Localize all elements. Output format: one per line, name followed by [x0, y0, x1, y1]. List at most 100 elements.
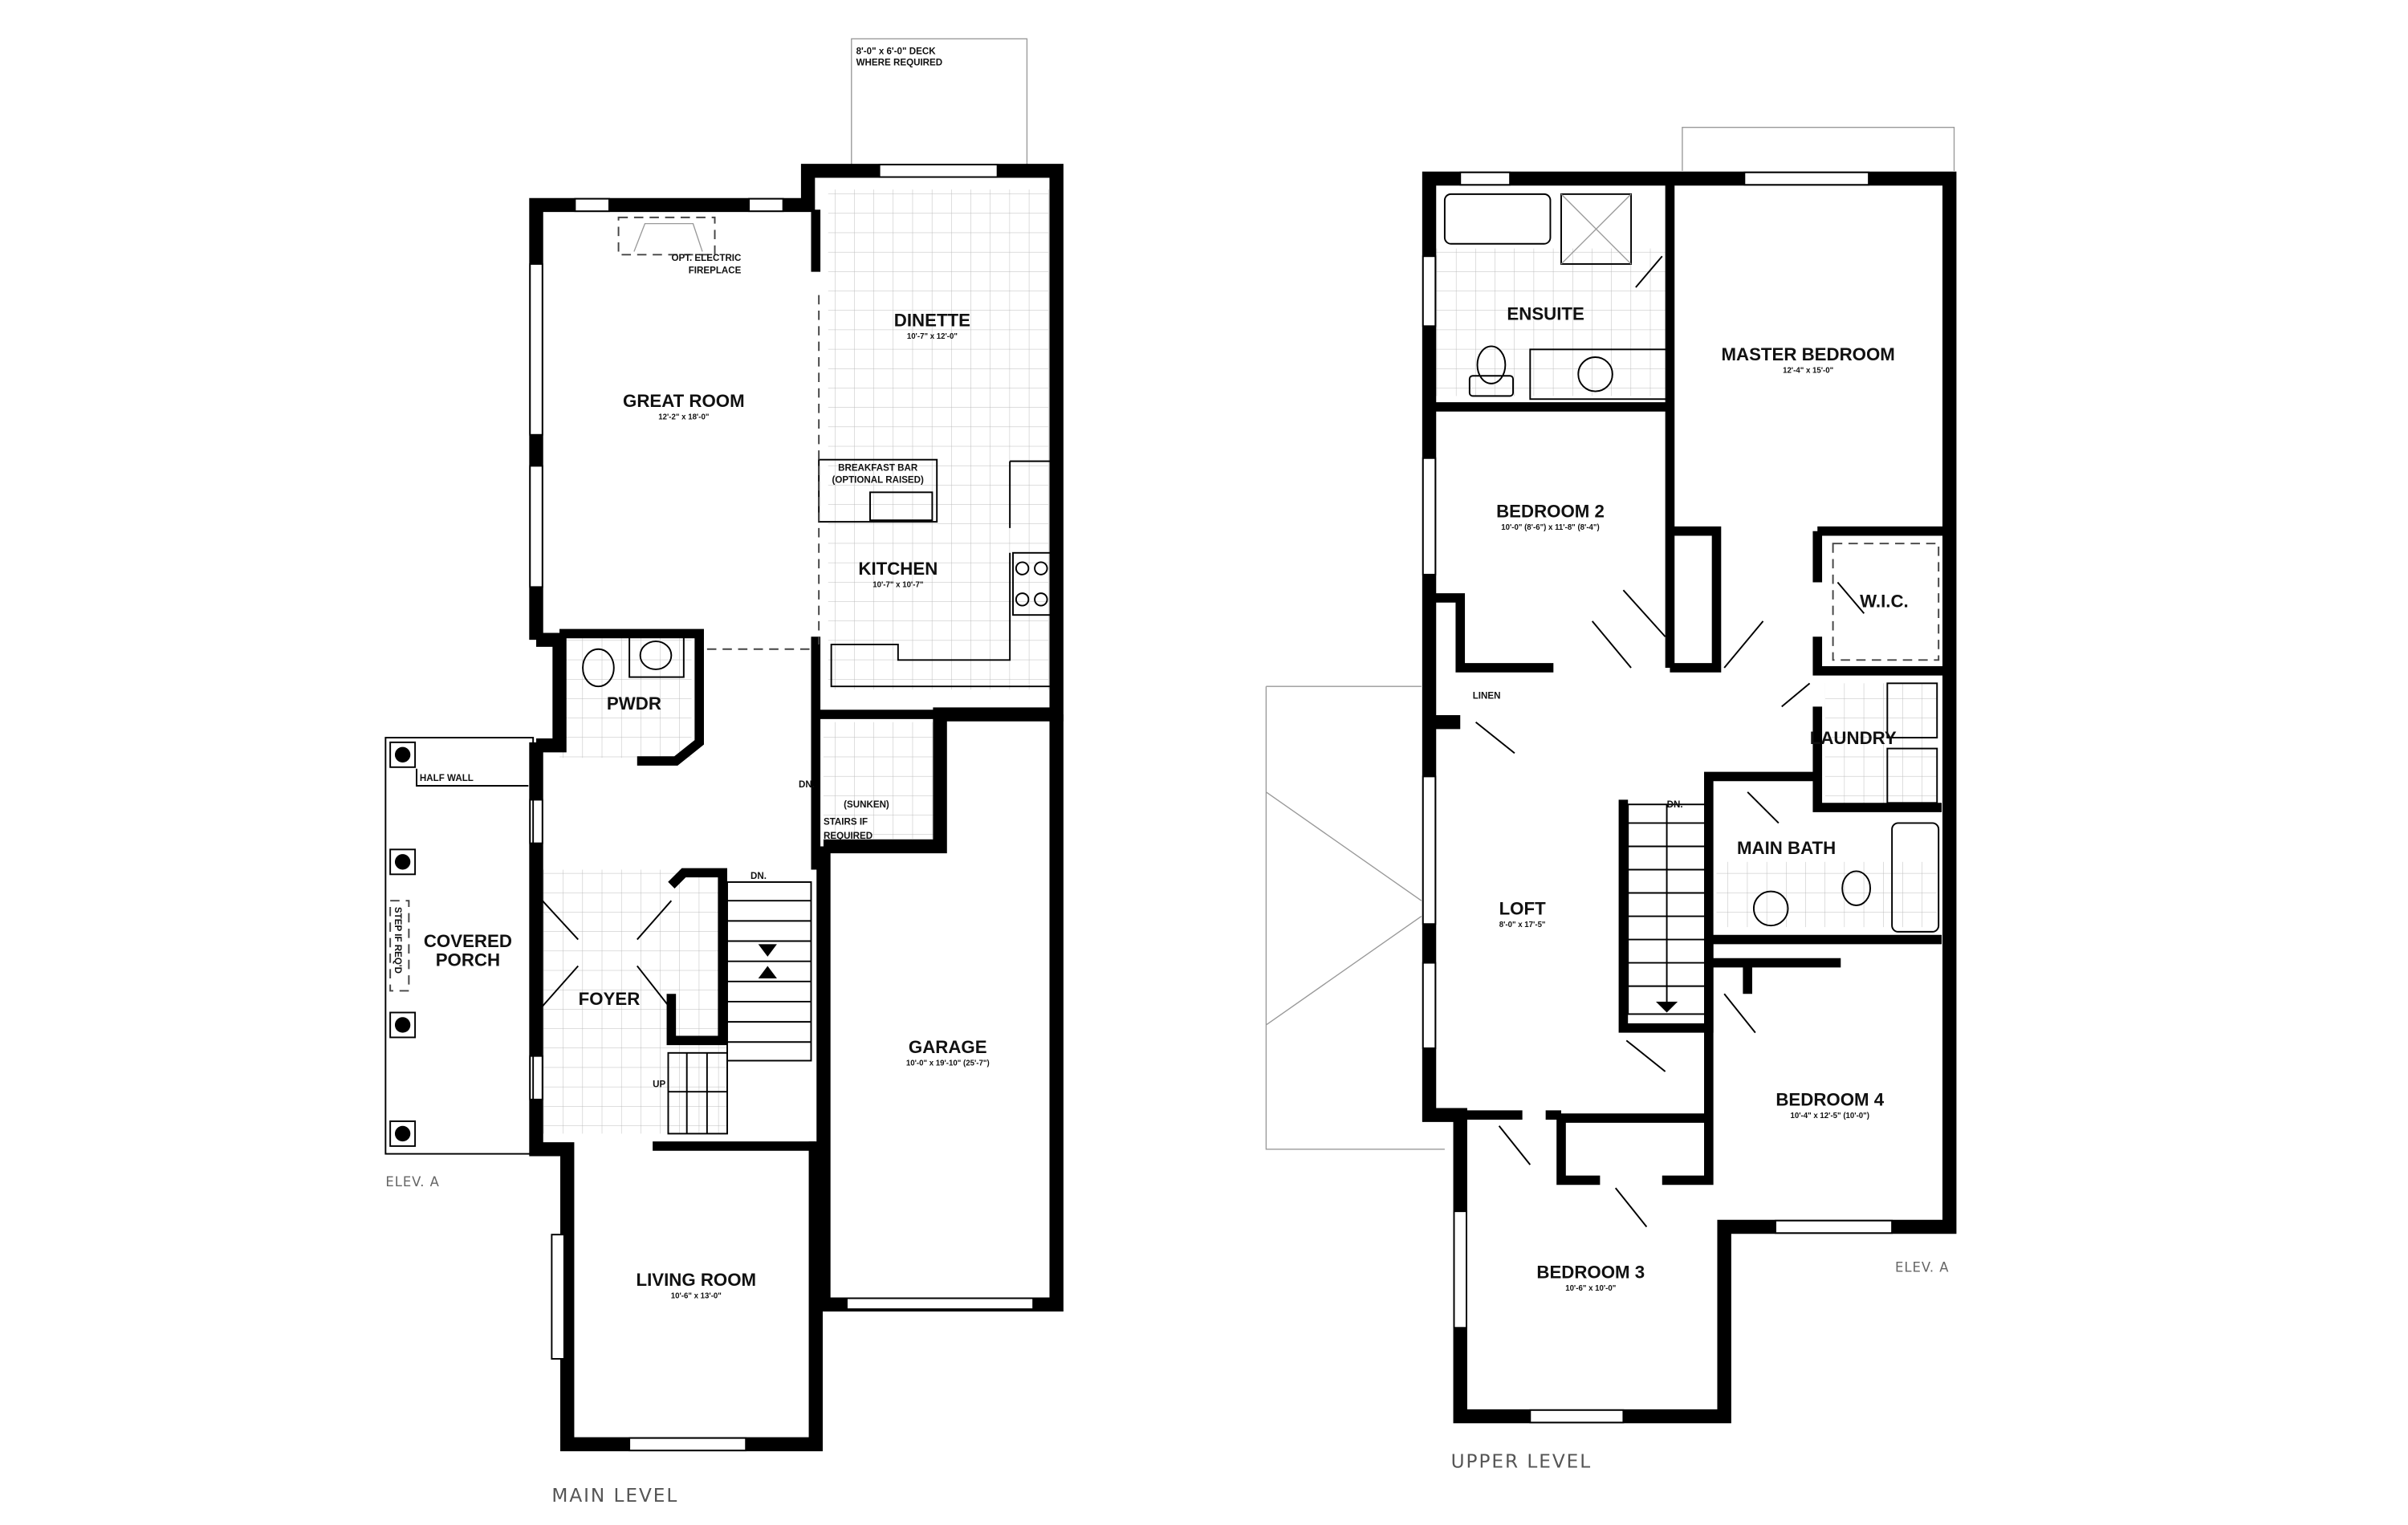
kitchen-counter — [830, 460, 1051, 688]
breakfast-bar-note-2: (OPTIONAL RAISED) — [832, 475, 924, 486]
main-elevation-label: ELEV. A — [385, 1174, 440, 1190]
garage-size: 10'-0" x 19'-10" (25'-7") — [906, 1059, 990, 1068]
dinette-kitchen-tile — [828, 189, 1049, 690]
dn-label-2: DN. — [799, 779, 815, 790]
breakfast-bar-note: BREAKFAST BAR — [838, 462, 918, 473]
deck-note-2: WHERE REQUIRED — [856, 57, 943, 67]
covered-porch-outline — [384, 737, 535, 1155]
deck-note: 8'-0" x 6'-0" DECK — [856, 47, 937, 57]
laundry-label: LAUNDRY — [1810, 728, 1897, 748]
ensuite-wall — [1429, 178, 1675, 668]
sink-basin — [639, 640, 673, 670]
stairs-note-2: REQUIRED — [824, 831, 872, 841]
upper-level-title: UPPER LEVEL — [1451, 1450, 1592, 1472]
main-bath-tile — [1716, 861, 1938, 928]
window — [1422, 962, 1437, 1049]
ensuite-tile — [1432, 248, 1666, 396]
window — [1529, 1409, 1625, 1424]
pwdr-label: PWDR — [607, 693, 661, 714]
up-label: UP — [653, 1079, 665, 1089]
vanity-icon — [1529, 348, 1668, 401]
pwdr-tile — [559, 636, 692, 758]
wic-shelf — [1832, 543, 1940, 661]
sunken-tile — [823, 722, 936, 839]
vanity-sink-icon — [628, 632, 685, 678]
half-wall-label: HALF WALL — [420, 773, 474, 783]
front-door — [542, 900, 673, 1011]
sunken-label: (SUNKEN) — [844, 799, 889, 810]
kitchen-size: 10'-7" x 10'-7" — [872, 580, 923, 589]
window — [1422, 775, 1437, 925]
window — [529, 262, 543, 436]
upper-exterior-wall — [1422, 171, 1957, 1424]
upper-stairs — [1627, 803, 1706, 1015]
doors — [1474, 255, 1865, 1228]
fireplace-note-2: FIREPLACE — [689, 266, 742, 276]
window — [1743, 171, 1870, 186]
bedroom-2-size: 10'-0" (8'-6") x 11'-8" (8'-4") — [1501, 523, 1599, 532]
window — [1775, 1219, 1893, 1234]
main-bath-label: MAIN BATH — [1737, 838, 1836, 858]
living-room-label: LIVING ROOM — [637, 1270, 757, 1290]
porch-roof-lines — [1265, 126, 1955, 1150]
fireplace-icon — [633, 222, 703, 252]
bathtub-icon — [1443, 193, 1552, 245]
loft-label: LOFT — [1499, 899, 1546, 919]
ensuite-label: ENSUITE — [1507, 304, 1584, 324]
main-level-title: MAIN LEVEL — [551, 1485, 678, 1507]
sink-icon — [1752, 890, 1789, 927]
window — [1459, 171, 1511, 186]
window — [574, 197, 610, 213]
washer-icon — [1886, 682, 1938, 739]
toilet-icon — [1476, 345, 1507, 384]
toilet-icon — [1841, 870, 1872, 906]
shower-icon — [1560, 193, 1633, 265]
sink-icon — [869, 491, 934, 522]
kitchen-wall — [811, 209, 941, 870]
wic-wall — [1812, 526, 1950, 676]
master-bedroom-size: 12'-4" x 15'-0" — [1783, 366, 1833, 375]
half-wall — [416, 768, 529, 787]
open-to-above-line — [706, 295, 820, 650]
bedroom-4-size: 10'-4" x 12'-5" (10'-0") — [1791, 1112, 1869, 1120]
covered-porch-label: COVERED — [424, 931, 512, 951]
foyer-label: FOYER — [579, 989, 641, 1009]
window — [628, 1437, 747, 1452]
window — [1422, 457, 1437, 575]
window — [1453, 1210, 1467, 1329]
fireplace-note: OPT. ELECTRIC — [671, 253, 742, 263]
step-note: STEP IF REQ'D — [393, 907, 403, 974]
tub-icon — [1891, 822, 1940, 933]
dn-label: DN. — [750, 871, 767, 881]
bedroom-3-size: 10'-6" x 10'-0" — [1565, 1284, 1616, 1293]
foyer-tile — [540, 869, 728, 1134]
sink-icon — [1577, 356, 1613, 392]
toilet-icon — [582, 648, 615, 688]
bedroom-3-label: BEDROOM 3 — [1536, 1262, 1645, 1282]
kitchen-label: KITCHEN — [858, 559, 938, 579]
living-room-size: 10'-6" x 13'-0" — [671, 1292, 722, 1301]
window — [1422, 255, 1437, 327]
window — [748, 197, 784, 213]
garage-label: GARAGE — [909, 1037, 987, 1057]
loft-size: 8'-0" x 17'-5" — [1499, 921, 1546, 929]
dryer-icon — [1886, 747, 1938, 804]
window — [551, 1234, 565, 1360]
step-outline — [389, 900, 410, 992]
main-stairs — [667, 881, 812, 1135]
window — [529, 799, 543, 844]
window — [529, 465, 543, 588]
master-bedroom-label: MASTER BEDROOM — [1721, 344, 1894, 364]
dinette-size: 10'-7" x 12'-0" — [907, 332, 958, 341]
wic-label: W.I.C. — [1860, 592, 1909, 612]
upper-level-plan: DN. LINEN ENSUITE MASTER BEDROOM 12'-4" … — [1265, 126, 1957, 1472]
garage-door — [846, 1297, 1035, 1311]
laundry-tile — [1824, 683, 1938, 805]
great-room-size: 12'-2" x 18'-0" — [658, 413, 709, 421]
window — [529, 1055, 543, 1100]
bedroom-2-label: BEDROOM 2 — [1496, 501, 1605, 521]
laundry-wall — [1704, 706, 1942, 945]
upper-dn-label: DN. — [1667, 799, 1683, 810]
stove-icon — [1012, 551, 1051, 616]
